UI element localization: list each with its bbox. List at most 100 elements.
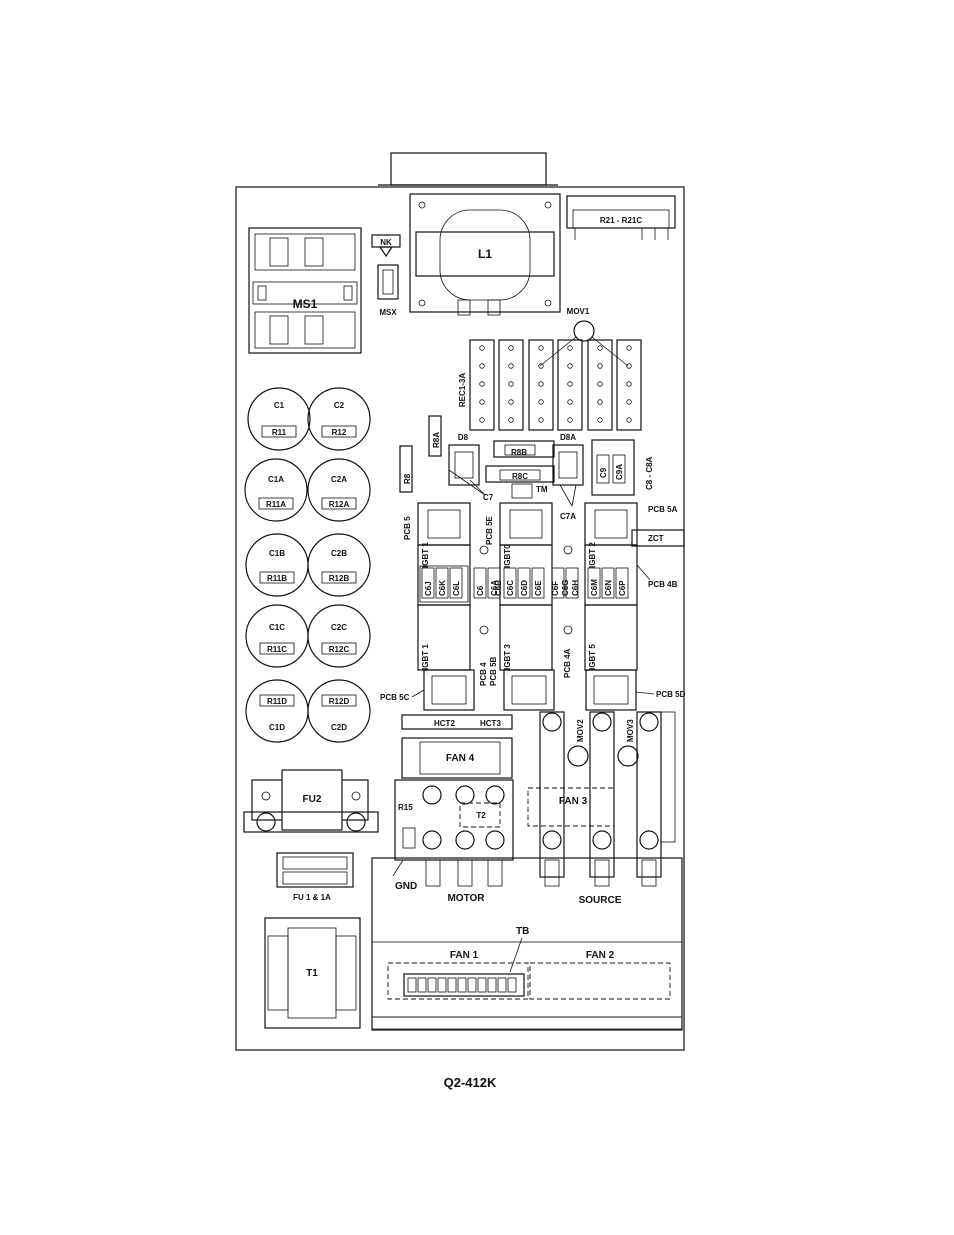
- igbt3-label: IGBT 3: [503, 644, 512, 670]
- c2-label: C2: [334, 401, 345, 410]
- hct3-label: HCT3: [480, 719, 501, 728]
- capacitor-bank: C1 R11 C2 R12 C1A R11A C2A R12A C1B R11B…: [244, 387, 371, 743]
- c6g-label: C6G: [561, 580, 570, 596]
- igbt0-label: IGBT0: [503, 544, 512, 568]
- fan4-label: FAN 4: [446, 753, 475, 764]
- fan4: FAN 4: [401, 737, 513, 779]
- c6h-label: C6H: [571, 580, 580, 596]
- t2-label: T2: [476, 811, 486, 820]
- c6p-label: C6P: [618, 580, 627, 596]
- c1d-label: C1D: [269, 723, 285, 732]
- c9a-label: C9A: [615, 464, 624, 480]
- output-bus-bars: MOV2 MOV3: [539, 711, 676, 878]
- r11a-label: R11A: [266, 500, 286, 509]
- c2b-label: C2B: [331, 549, 347, 558]
- r11d-label: R11D: [267, 697, 287, 706]
- fu1-fuse-block: FU 1 & 1A: [276, 852, 354, 902]
- igbt1b-label: IGBT 1: [421, 644, 430, 670]
- fan2: FAN 2: [529, 950, 671, 1000]
- fu2-fuse: FU2: [243, 769, 379, 833]
- c8-label: C8 - C8A: [645, 456, 654, 490]
- c6l-label: C6L: [452, 581, 461, 596]
- source-label: SOURCE: [579, 895, 622, 906]
- r11b-label: R11B: [267, 574, 287, 583]
- nk-label: NK: [380, 238, 392, 247]
- r21-label: R21 - R21C: [600, 216, 642, 225]
- enclosure-panel: [235, 186, 685, 1051]
- l1-label: L1: [478, 247, 492, 261]
- r8b-r8c-resistors: R8B R8C TM: [485, 440, 555, 499]
- tm-label: TM: [536, 485, 548, 494]
- lower-chassis: GND MOTOR SOURCE TB: [371, 857, 683, 1031]
- igbt-column-1: C6J C6K C6L IGBT 1 IGBT 1 C6 C6A PCB 4 P…: [417, 542, 501, 686]
- capacitor-c1c: C1C R11C: [245, 604, 309, 668]
- c6m-label: C6M: [590, 579, 599, 596]
- r15-label: R15: [398, 803, 413, 812]
- igbt2-label: IGBT 2: [588, 542, 597, 568]
- c6-label: C6: [476, 585, 485, 596]
- r12d-label: R12D: [329, 697, 350, 706]
- msx-label: MSX: [379, 308, 397, 317]
- igbt-column-2: C6B C6C C6D C6E IGBT0 IGBT 3 C6F C6G C6H…: [494, 544, 580, 678]
- rectifier-bars: REC1-3A: [458, 339, 642, 431]
- capacitor-c1a: C1A R11A: [244, 458, 308, 522]
- rec-label: REC1-3A: [458, 373, 467, 407]
- pcb5-boards-top: PCB 5 PCB 5E PCB 5A ZCT: [403, 502, 685, 547]
- mov2-label: MOV2: [576, 719, 585, 742]
- t1-transformer: T1: [264, 917, 361, 1029]
- c9-label: C9: [599, 467, 608, 478]
- capacitor-c2d: R12D C2D: [307, 679, 371, 743]
- c2a-label: C2A: [331, 475, 347, 484]
- c7-label: C7: [483, 493, 494, 502]
- c6a-label: C6A: [490, 580, 499, 596]
- r12-label: R12: [332, 428, 347, 437]
- t1-label: T1: [306, 968, 318, 979]
- diode-d8-group: R8A R8 D8 C7: [399, 415, 494, 502]
- r21-resistor: R21 - R21C: [566, 195, 676, 240]
- pcb5-boards-bottom: PCB 5C PCB 5D: [380, 669, 686, 711]
- ms1-label: MS1: [293, 297, 318, 311]
- terminal-block-tb: [403, 973, 525, 997]
- pcb5e-label: PCB 5E: [485, 515, 494, 545]
- igbt1-label: IGBT 1: [421, 542, 430, 568]
- c6j-label: C6J: [424, 581, 433, 596]
- d8a-label: D8A: [560, 433, 576, 442]
- capacitor-c1: C1 R11: [247, 387, 311, 451]
- figure-caption: Q2-412K: [444, 1075, 497, 1090]
- r8-label: R8: [403, 473, 412, 484]
- msx-relay: NK MSX: [371, 234, 401, 317]
- r11c-label: R11C: [267, 645, 287, 654]
- capacitor-c2a: C2A R12A: [307, 458, 371, 522]
- c1a-label: C1A: [268, 475, 284, 484]
- r12b-label: R12B: [329, 574, 350, 583]
- fan2-label: FAN 2: [586, 950, 615, 961]
- pcb5c-label: PCB 5C: [380, 693, 410, 702]
- d8-label: D8: [458, 433, 469, 442]
- c2d-label: C2D: [331, 723, 347, 732]
- ms1-contactor: MS1: [248, 227, 362, 354]
- r11-label: R11: [272, 428, 287, 437]
- igbt-column-3: C6M C6N C6P IGBT 2 IGBT 5 PCB 4B: [584, 542, 678, 671]
- r12c-label: R12C: [329, 645, 350, 654]
- c2c-label: C2C: [331, 623, 347, 632]
- c6d-label: C6D: [520, 580, 529, 596]
- capacitor-c2: C2 R12: [307, 387, 371, 451]
- c6c-label: C6C: [506, 580, 515, 596]
- r12a-label: R12A: [329, 500, 350, 509]
- l1-inductor: L1: [409, 193, 561, 316]
- hct-bar: HCT2 HCT3: [401, 714, 513, 730]
- pcb5b-label: PCB 5B: [489, 656, 498, 686]
- fan3-label: FAN 3: [559, 796, 588, 807]
- mov1-label: MOV1: [567, 307, 590, 316]
- pcb5d-label: PCB 5D: [656, 690, 686, 699]
- pcb4-label: PCB 4: [479, 662, 488, 686]
- fan1-label: FAN 1: [450, 950, 479, 961]
- capacitor-c1d: R11D C1D: [245, 679, 309, 743]
- pcb5-label: PCB 5: [403, 516, 412, 540]
- fu2-label: FU2: [303, 794, 322, 805]
- r8b-label: R8B: [511, 448, 527, 457]
- hct2-label: HCT2: [434, 719, 455, 728]
- pcb4b-label: PCB 4B: [648, 580, 678, 589]
- c1b-label: C1B: [269, 549, 285, 558]
